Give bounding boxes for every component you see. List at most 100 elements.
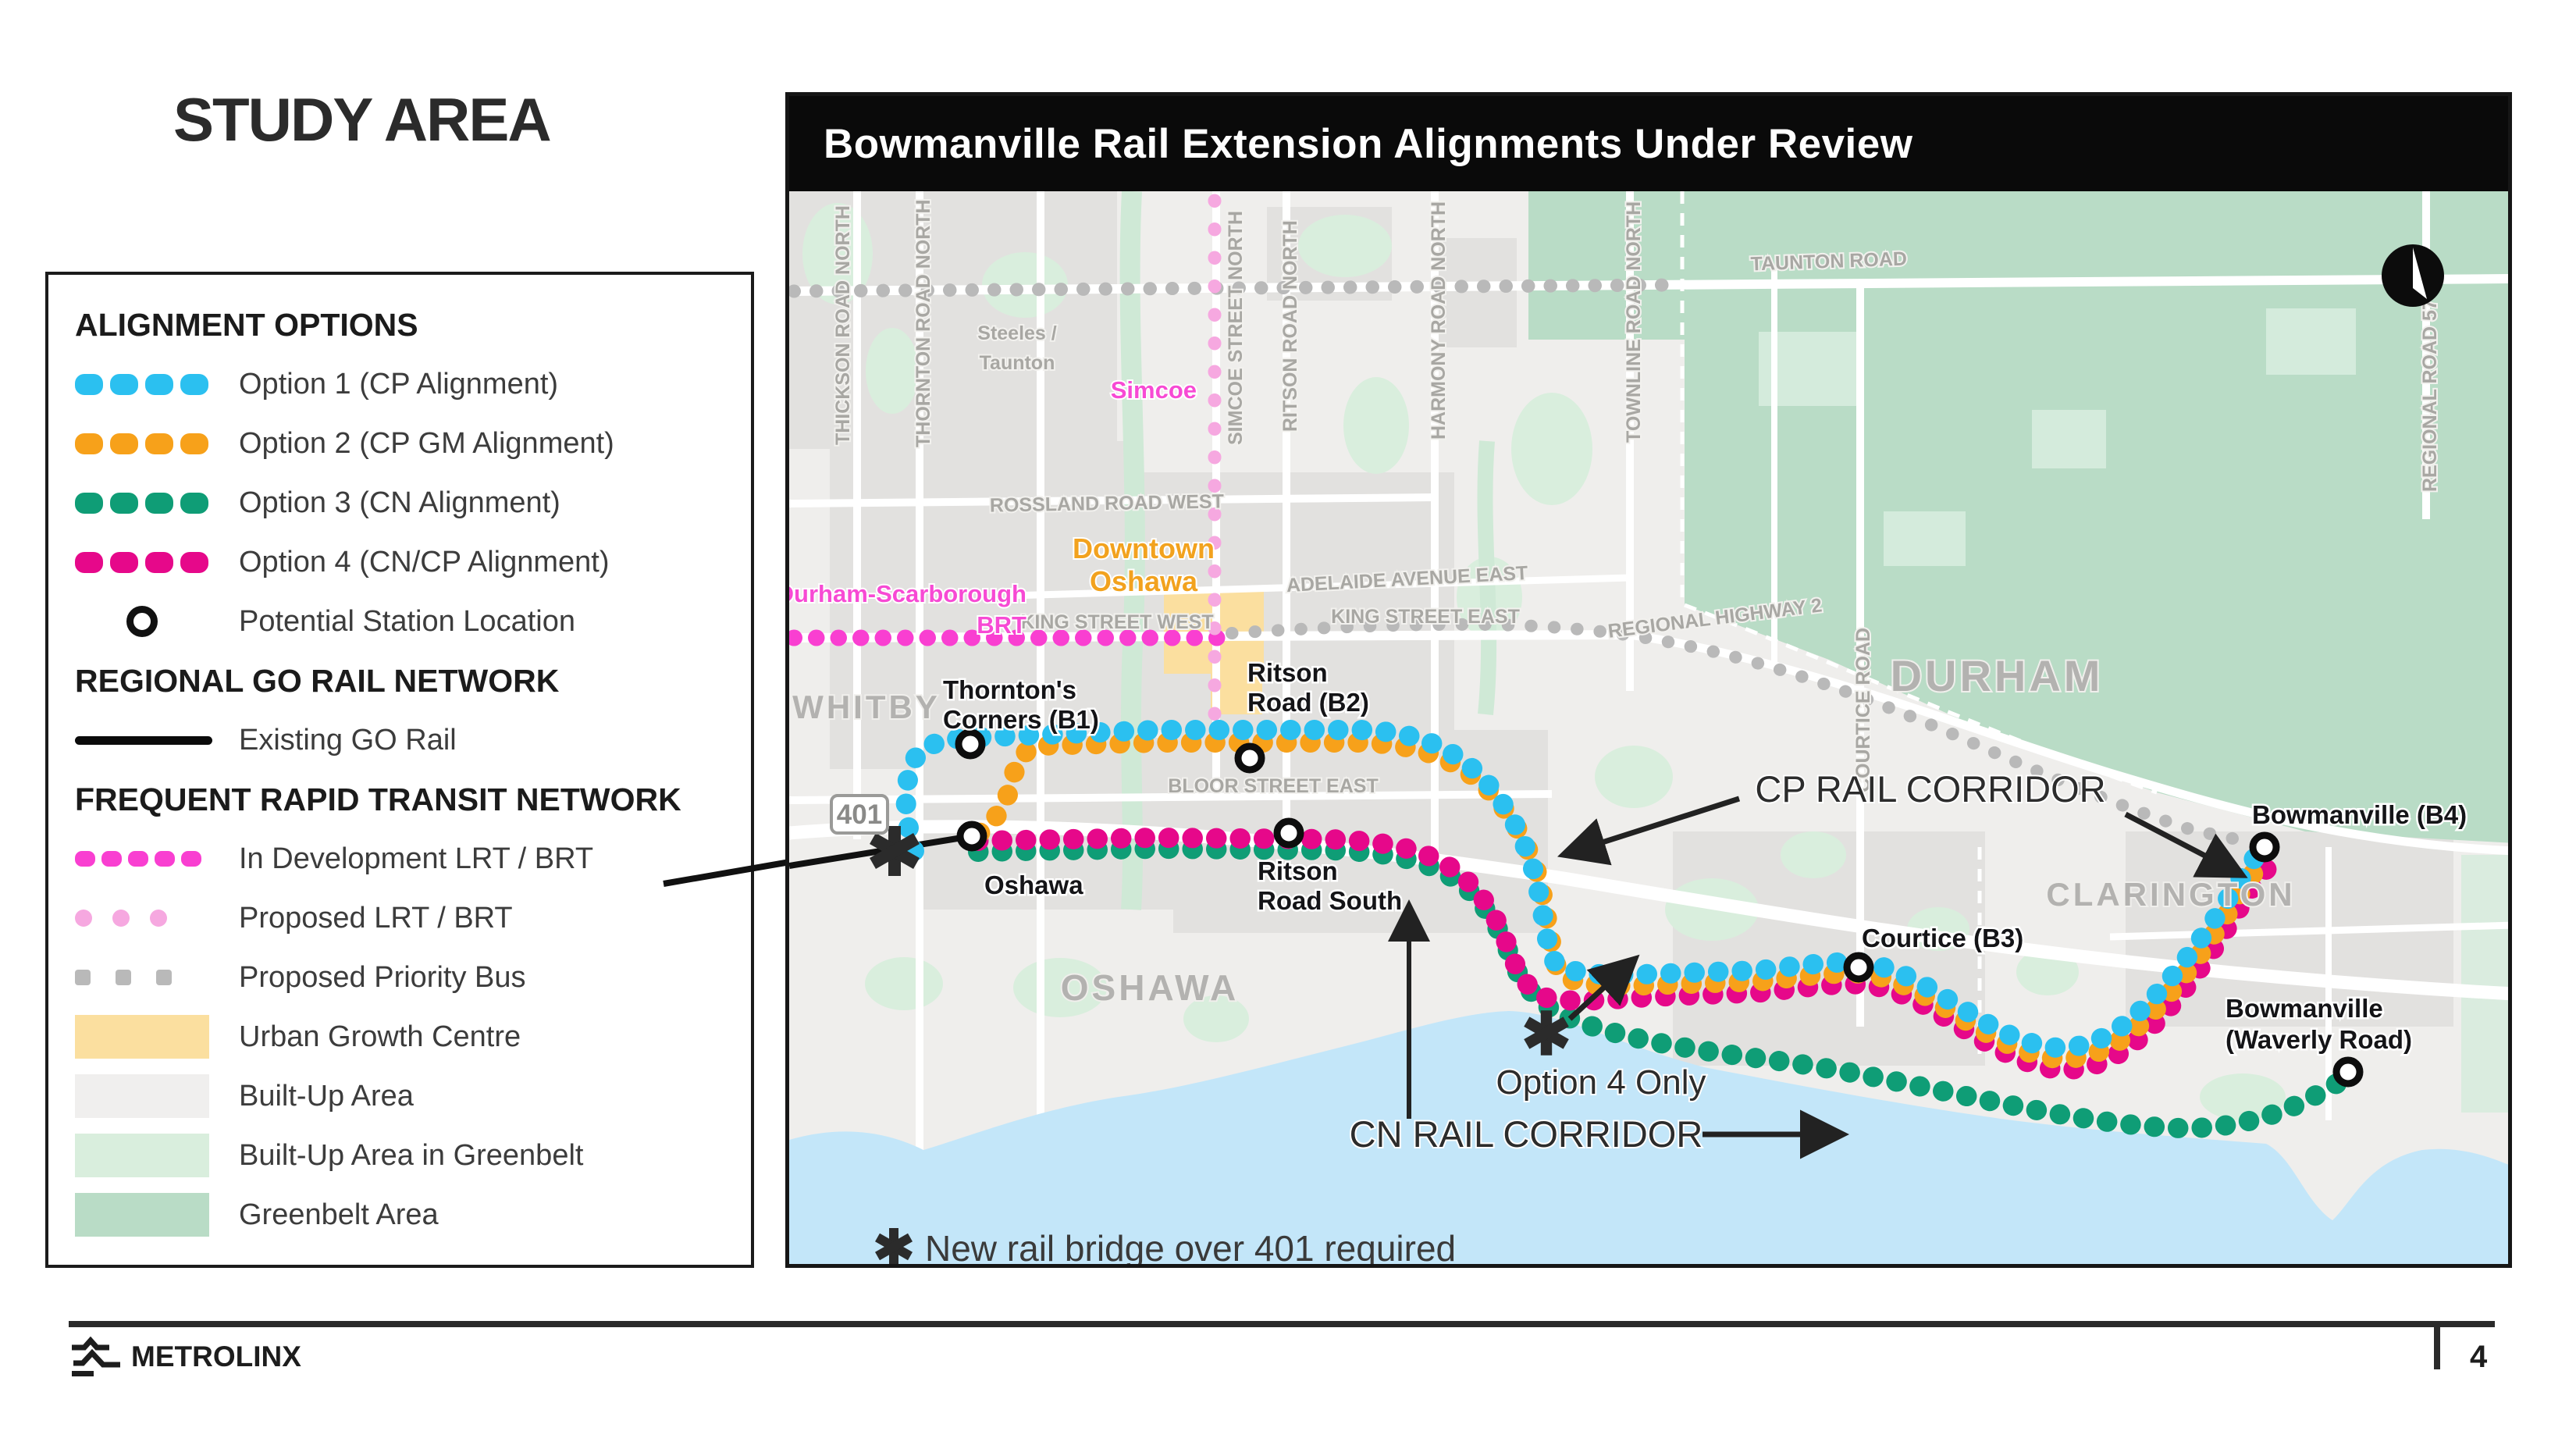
indev-lrt-dash-icon [75,851,239,867]
legend-item-greenbelt: Greenbelt Area [75,1185,751,1244]
hwy-401-shield: 401 [830,794,889,835]
legend-panel: ALIGNMENT OPTIONS Option 1 (CP Alignment… [45,272,754,1268]
creek-2 [1477,440,1497,715]
city-label-durham: DURHAM [1891,651,2104,700]
compass-icon [2382,244,2444,307]
station-b2-label-2: Road (B2) [1247,688,1369,717]
option4-only-label: Option 4 Only [1496,1063,1706,1102]
proposed-lrt-dots-icon [75,910,239,927]
road-label-thickson: THICKSON ROAD NORTH [832,205,854,445]
cp-arrow-left [1557,796,1741,866]
city-labels: WHITBY OSHAWA DURHAM CLARINGTON [791,650,2293,1009]
option4-dash-icon [75,551,239,573]
brand-name: METROLINX [131,1340,301,1372]
legend-header-frequent-transit: FREQUENT RAPID TRANSIT NETWORK [75,781,681,817]
station-b3-circle [1843,952,1874,983]
legend-item-builtup: Built-Up Area [75,1066,751,1126]
city-label-whitby: WHITBY [792,689,941,725]
footer-brand: METROLINX [70,1337,301,1377]
priority-bus-lines [787,278,2243,846]
svg-text:401: 401 [837,799,882,830]
station-ritson-south-label-1: Ritson [1258,856,1338,885]
priority-bus-dots-icon [75,970,239,985]
map-canvas: THICKSON ROAD NORTH THORNTON ROAD NORTH … [775,190,2515,1272]
station-b2-circle [1234,742,1265,774]
station-b4-circle [2249,831,2280,863]
option1-route [895,720,2275,1058]
legend-item-existing-go: Existing GO Rail [75,710,751,770]
road-labels-vertical: THICKSON ROAD NORTH THORNTON ROAD NORTH … [831,198,2443,794]
map-title: Bowmanville Rail Extension Alignments Un… [824,120,1913,167]
brt-label: BRT [977,611,1026,639]
road-label-thornton: THORNTON ROAD NORTH [913,199,934,447]
lake-ontario [789,1011,2514,1272]
station-circle-icon [75,606,239,637]
map-panel: Bowmanville Rail Extension Alignments Un… [775,92,2515,1272]
station-b1-circle [955,728,986,760]
legend-item-option1: Option 1 (CP Alignment) [75,354,751,414]
greenbelt-swatch [75,1193,239,1237]
station-waverly-label-1: Bowmanville [2226,994,2383,1023]
existing-go-rail [788,833,973,869]
map-svg: THICKSON ROAD NORTH THORNTON ROAD NORTH … [775,190,2515,1272]
legend-header-alignment: ALIGNMENT OPTIONS [75,306,418,343]
cp-arrow-right [2124,811,2248,878]
map-title-bar: Bowmanville Rail Extension Alignments Un… [789,96,2508,191]
road-label-steeles-2: Taunton [980,352,1055,374]
road-label-ritson-n: RITSON ROAD NORTH [1279,220,1301,432]
legend-header-go-rail: REGIONAL GO RAIL NETWORK [75,662,560,699]
durham-scarborough-label: Durham-Scarborough [789,580,1026,607]
builtup-greenbelt-swatch [75,1134,239,1177]
go-rail-line-icon [75,735,239,745]
road-label-simcoe-pink: Simcoe [1111,376,1197,404]
legend-item-option4: Option 4 (CN/CP Alignment) [75,532,751,592]
ugc-swatch [75,1015,239,1059]
road-label-bloor: BLOOR STREET EAST [1168,775,1378,797]
station-b2-label-1: Ritson [1247,658,1328,687]
station-b3-label: Courtice (B3) [1862,924,2023,952]
road-label-courtice: COURTICE ROAD [1852,628,1874,792]
legend-item-option3: Option 3 (CN Alignment) [75,473,751,532]
road-label-simcoe-n: SIMCOE STREET NORTH [1225,211,1247,445]
option2-dash-icon [75,433,239,454]
builtup-in-greenbelt-patches [1759,308,2514,1113]
option2-route [970,732,2278,1069]
station-waverly-circle [2332,1056,2364,1088]
option4-diagonal-arrow [1567,954,1640,1021]
metrolinx-logo-icon [72,1337,120,1376]
station-labels: Thornton's Corners (B1) Ritson Road (B2)… [941,657,2469,1056]
legend-item-proposed-lrt: Proposed LRT / BRT [75,888,751,948]
station-b1-label-1: Thornton's [943,675,1076,704]
page-number: 4 [2470,1340,2488,1374]
municipal-boundaries [1680,191,2158,1054]
footer-rule [69,1321,2495,1327]
page-title: STUDY AREA [173,85,552,154]
station-ritson-south-circle [1273,817,1304,849]
legend-item-station: Potential Station Location [75,592,751,651]
station-oshawa-label: Oshawa [984,870,1083,899]
existing-go-rail-offmap [663,859,791,887]
road-label-harmony: HARMONY ROAD NORTH [1428,201,1450,440]
cn-rail-corridor-label: CN RAIL CORRIDOR [1350,1113,1703,1155]
downtown-oshawa-label-2: Oshawa [1090,565,1198,597]
road-label-rossland: ROSSLAND ROAD WEST [990,490,1224,516]
road-label-rr57: REGIONAL ROAD 57 [2419,299,2441,492]
option3-dash-icon [75,492,239,514]
station-circles [955,728,2364,1088]
station-b4-label: Bowmanville (B4) [2252,800,2467,829]
legend-item-priority-bus: Proposed Priority Bus [75,948,751,1007]
station-b1-label-2: Corners (B1) [943,705,1099,734]
road-label-king-w: KING STREET WEST [1020,611,1213,633]
cp-rail-corridor-label: CP RAIL CORRIDOR [1755,768,2105,810]
road-label-townline: TOWNLINE ROAD NORTH [1623,201,1645,443]
station-ritson-south-label-2: Road South [1258,886,1402,915]
footnote-text: New rail bridge over 401 required [925,1228,1456,1264]
legend-item-ugc: Urban Growth Centre [75,1007,751,1066]
city-label-oshawa: OSHAWA [1061,967,1239,1008]
legend-item-indev-lrt: In Development LRT / BRT [75,829,751,888]
legend-item-builtup-greenbelt: Built-Up Area in Greenbelt [75,1126,751,1185]
legend-item-option2: Option 2 (CP GM Alignment) [75,414,751,473]
road-label-king-e: KING STREET EAST [1331,606,1520,628]
builtup-swatch [75,1074,239,1118]
creek [1119,190,1145,910]
